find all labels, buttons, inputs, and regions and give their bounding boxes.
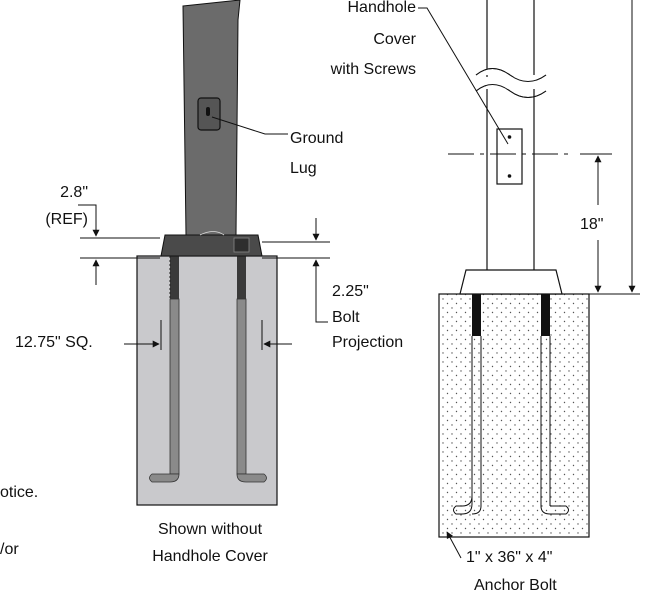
- base-square-dim-label: 12.75" SQ.: [15, 334, 93, 351]
- handhole-label-line2: Cover: [373, 31, 416, 48]
- right-anchor-bolt-2: [540, 294, 569, 515]
- left-anchor-bolt-1: [149, 256, 180, 483]
- handhole-label-line3: with Screws: [330, 61, 416, 78]
- bolt-projection-label-line3: Projection: [332, 334, 404, 351]
- cropped-note-line2: /or: [0, 541, 19, 558]
- left-caption-line1: Shown without: [157, 521, 263, 538]
- bolt-projection-dim-label: 2.25": [332, 283, 369, 300]
- height-18-dim-label: 18": [580, 216, 604, 233]
- cropped-note-line1: otice.: [0, 484, 39, 501]
- ground-lug-label-line2: Lug: [290, 160, 317, 177]
- anchor-bolt-label-line1: 1" x 36" x 4": [466, 549, 553, 566]
- ref-dim-label-line1: 2.8": [60, 184, 88, 201]
- right-concrete-foundation: [438, 293, 590, 538]
- bolt-projection-label-line2: Bolt: [332, 309, 360, 326]
- anchor-bolt-label-line2: Anchor Bolt: [474, 577, 557, 594]
- right-view: [418, 0, 640, 559]
- left-view: [78, 0, 330, 506]
- left-caption-line2: Handhole Cover: [152, 548, 268, 565]
- left-base-detail: [233, 237, 250, 253]
- ground-lug-label-line1: Ground: [290, 130, 344, 147]
- right-base-plate: [459, 269, 563, 295]
- handhole-label-line1: Handhole: [347, 0, 417, 16]
- left-concrete-foundation: [136, 255, 278, 506]
- right-anchor-bolt-1: [453, 294, 482, 515]
- left-anchor-bolt-2: [236, 256, 267, 483]
- ref-dim-label-line2: (REF): [45, 211, 88, 228]
